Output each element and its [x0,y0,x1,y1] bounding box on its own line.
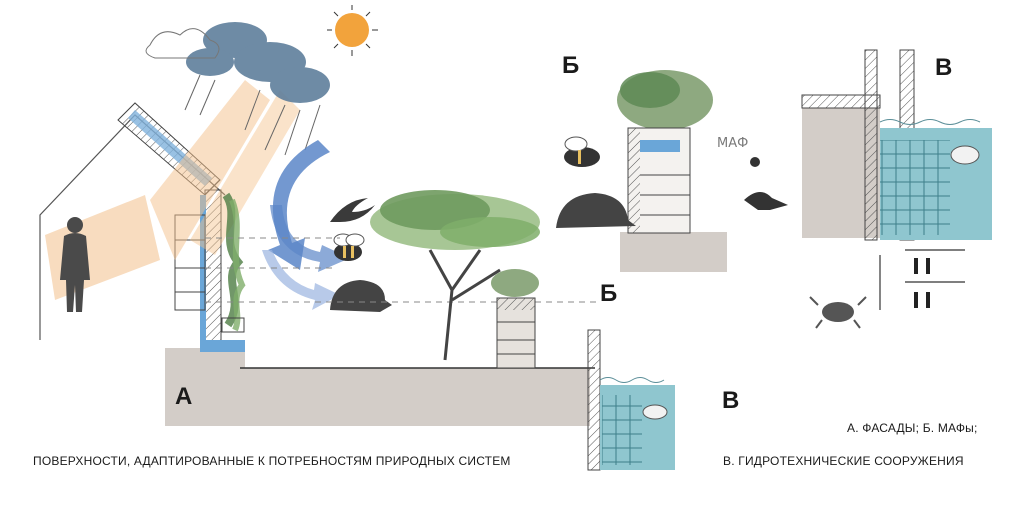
rain-lines [184,74,321,156]
maf-small [491,269,539,369]
sun-ray [150,80,270,260]
sun-ray [190,90,300,255]
ground-slope [165,348,245,370]
legend-line-1: А. ФАСАДЫ; Б. МАФы; [847,421,978,435]
label-b-right: Б [600,280,618,307]
legend-line-2: В. ГИДРОТЕХНИЧЕСКИЕ СООРУЖЕНИЯ [723,454,964,468]
person-silhouette-icon [60,217,90,312]
sun-icon [327,5,378,56]
cloud-outline-icon [145,28,220,59]
tree-icon [370,190,540,361]
main-caption: ПОВЕРХНОСТИ, АДАПТИРОВАННЫЕ К ПОТРЕБНОСТ… [33,454,511,468]
sun-ray [45,195,160,300]
label-a: А [175,383,193,410]
hydro-structure-bottom [587,329,675,471]
ground-section [165,368,590,426]
hedgehog-icon [330,280,392,312]
detail-v [801,49,992,329]
bee-icon [333,233,365,261]
label-v-bottom: В [722,387,740,414]
detail-b [556,70,788,272]
maf-note: МАФ [717,136,749,151]
house-section [39,102,245,352]
bird-icon [330,198,375,222]
label-b-top: Б [562,52,580,79]
green-wall [221,192,246,333]
guide-lines [205,237,600,303]
label-v-top: В [935,54,953,81]
airflow-arrow-icon [262,140,350,310]
